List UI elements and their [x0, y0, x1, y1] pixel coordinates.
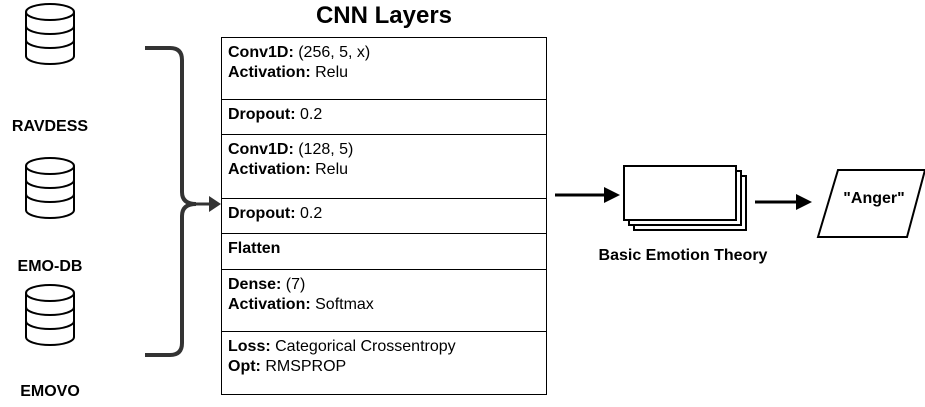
- layer-conv1d-1: Conv1D: (256, 5, x) Activation: Relu: [222, 38, 546, 100]
- layer-conv1d-2: Conv1D: (128, 5) Activation: Relu: [222, 135, 546, 199]
- merge-brace: [145, 46, 197, 357]
- layer-flatten: Flatten: [222, 234, 546, 270]
- dataset-label-emovo: EMOVO: [20, 383, 80, 400]
- dataset-label-emodb: EMO-DB: [17, 258, 83, 275]
- cnn-layers-title: CNN Layers: [315, 2, 453, 29]
- emodb-database-icon: [25, 157, 75, 219]
- layer-line: Opt: RMSPROP: [228, 358, 347, 375]
- layer-line: Dropout: 0.2: [228, 205, 323, 222]
- layer-dropout-1: Dropout: 0.2: [222, 100, 546, 135]
- layer-line: Conv1D: (128, 5): [228, 141, 354, 158]
- layer-line: Conv1D: (256, 5, x): [228, 44, 371, 61]
- output-anger-label: "Anger": [843, 190, 905, 207]
- emotion-stack-icon: [623, 165, 747, 231]
- cnn-layers-table: Conv1D: (256, 5, x) Activation: Relu Dro…: [221, 37, 547, 395]
- layer-loss-opt: Loss: Categorical Crossentropy Opt: RMSP…: [222, 332, 546, 394]
- output-parallelogram: [816, 169, 925, 238]
- layer-line: Loss: Categorical Crossentropy: [228, 338, 456, 355]
- layer-line: Activation: Softmax: [228, 296, 374, 313]
- ravdess-database-icon: [25, 3, 75, 65]
- layer-dense: Dense: (7) Activation: Softmax: [222, 270, 546, 332]
- layer-line: Activation: Relu: [228, 161, 349, 178]
- layer-line: Activation: Relu: [228, 64, 349, 81]
- layer-line: Dropout: 0.2: [228, 106, 323, 123]
- basic-emotion-theory-label: Basic Emotion Theory: [598, 247, 768, 264]
- layer-dropout-2: Dropout: 0.2: [222, 199, 546, 234]
- dataset-label-ravdess: RAVDESS: [11, 118, 89, 135]
- layer-line: Dense: (7): [228, 276, 306, 293]
- layer-line: Flatten: [228, 240, 281, 257]
- emovo-database-icon: [25, 284, 75, 346]
